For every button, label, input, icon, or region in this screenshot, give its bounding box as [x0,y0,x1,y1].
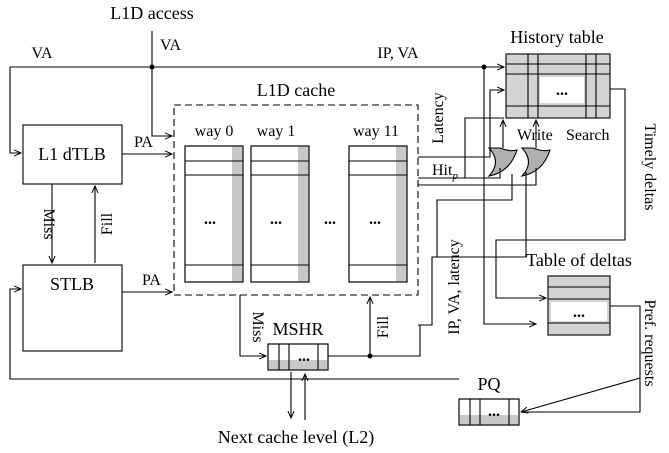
miss-mshr-label: Miss [249,311,266,342]
mshr-ellipsis: ... [298,348,310,365]
pref-requests-label: Pref. requests [641,299,658,386]
l1-dtlb-label: L1 dTLB [38,144,106,164]
history-ellipsis: ... [556,82,568,99]
ways-ellipsis: ... [324,211,336,228]
ip-va-label: IP, VA [377,45,419,62]
or-gate-search [520,147,551,177]
l1d-access-label: L1D access [110,3,193,23]
table-of-deltas-label: Table of deltas [526,250,632,270]
mshr-label: MSHR [272,319,323,339]
way11-ellipsis: ... [369,211,381,228]
va-left-label: VA [31,45,52,62]
history-table-label: History table [510,27,603,47]
history-table: ... [505,53,611,119]
or-gate-write [487,147,518,177]
way0-label: way 0 [195,123,234,140]
way1-ellipsis: ... [270,211,282,228]
cache-way-0: ... [184,145,244,283]
pa-bottom-label: PA [142,272,161,289]
write-label: Write [517,127,553,144]
l1d-cache-region [173,104,419,296]
table-of-deltas: ... [547,275,611,336]
pq-box: ... [458,398,520,426]
latency-label: Latency [430,92,447,144]
way0-ellipsis: ... [204,211,216,228]
search-label: Search [566,127,610,144]
pa-top-label: PA [134,134,153,151]
ip-va-latency-label: IP, VA, latency [446,239,463,334]
l1-dtlb-box [22,124,123,185]
timely-deltas-label: Timely deltas [641,124,658,211]
way1-label: way 1 [257,123,296,140]
l1d-cache-label: L1D cache [257,80,335,100]
way11-label: way 11 [353,123,399,140]
cache-way-11: ... [348,145,408,283]
next-level-label: Next cache level (L2) [218,427,374,448]
pq-label: PQ [477,374,500,394]
mshr-box: ... [267,343,329,371]
deltas-ellipsis: ... [573,304,585,321]
cache-way-1: ... [250,145,310,283]
stlb-label: STLB [50,274,94,294]
va-mid-label: VA [160,37,181,54]
fill-mshr-label: Fill [375,315,392,338]
ipva-junction [481,64,487,70]
miss-tlb-label: Miss [40,208,57,239]
pq-ellipsis: ... [488,403,500,420]
stlb-box [22,264,123,352]
fill-tlb-label: Fill [99,212,116,235]
hit-p-label: Hitp [432,162,458,182]
